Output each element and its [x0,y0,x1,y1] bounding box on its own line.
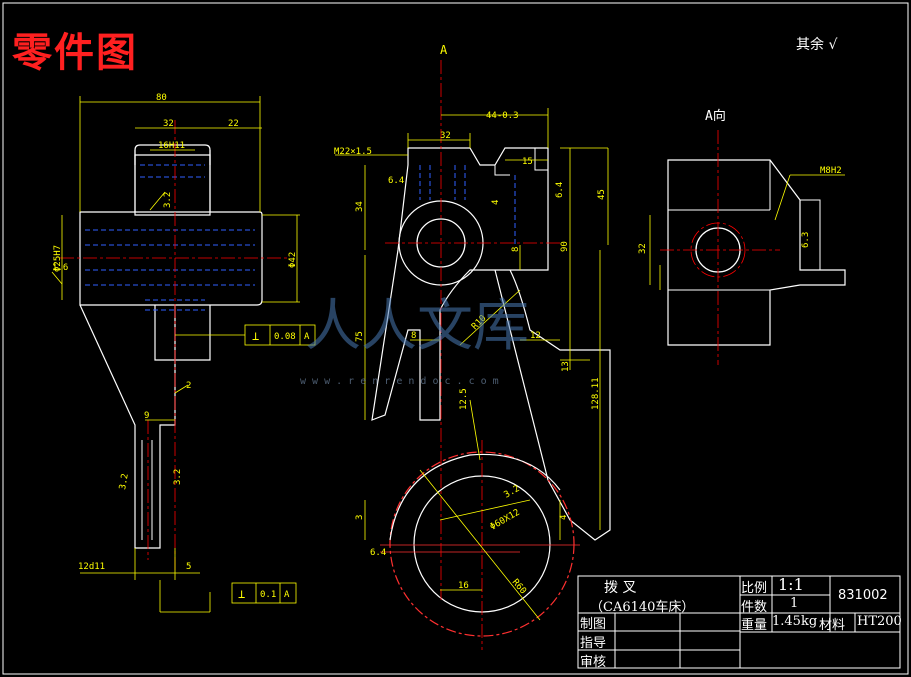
dim-13: 13 [561,361,571,372]
dim-15: 15 [522,157,533,167]
svg-text:⊥: ⊥ [238,587,245,601]
ra-12-5: 12.5 [459,388,469,410]
dim-32r: 32 [638,243,648,254]
svg-text:A: A [284,590,290,600]
tolerance-frame-1: ⊥ 0.08 A [244,324,316,346]
tb-weight-label: 重量 [741,618,768,633]
right-view: A向 32 M8H2 6.3 [638,108,846,365]
dim-thread: M22×1.5 [334,147,372,157]
ra-6-4-b: 6.4 [555,182,565,198]
tb-drawn-label: 制图 [580,617,607,632]
ra-6-3: 6.3 [801,232,811,248]
dim-90: 90 [560,241,570,252]
svg-text:A: A [304,332,310,342]
dim-overall-width: 80 [156,93,167,103]
dim-5: 5 [186,562,191,572]
dim-3: 3 [355,515,365,520]
watermark-url: w w w . r e n r e n d o c . c o m [300,376,499,387]
ra-3-2-a: 3.2 [163,192,173,208]
dim-r60: R60 [510,578,528,597]
dim-m8: M8H2 [820,166,842,176]
drawing-title: 零件图 [12,29,138,76]
ra-6-4-a: 6.4 [388,176,404,186]
tb-qty-label: 件数 [741,600,768,615]
tb-qty-value: 1 [790,596,799,611]
tb-scale-value: 1:1 [778,575,804,594]
dim-32: 32 [440,131,451,141]
dim-34: 34 [355,201,365,212]
dim-left-22: 22 [228,119,239,129]
view-a-label: A向 [705,108,726,124]
watermark: 人人文库 w w w . r e n r e n d o c . c o m [300,294,529,387]
dim-8b: 8 [511,247,521,252]
dim-left-32: 32 [163,119,174,129]
tolerance-frame-2: ⊥ 0.1 A [231,582,297,604]
dim-8: 8 [411,331,416,341]
ra-1-6: 1.6 [52,263,68,273]
ra-6-4-c: 6.4 [370,548,386,558]
section-label: A [440,43,448,57]
dim-phi60x12: Φ60X12 [489,508,522,533]
dim-phi42: Φ42 [288,252,298,268]
dim-75: 75 [355,331,365,342]
dim-2: 2 [186,381,191,391]
tb-material-label: 材料 [819,618,846,633]
dim-4: 4 [559,515,569,520]
ra-3-2-c: 3.2 [118,473,131,491]
dim-4b: 4 [491,200,501,205]
tb-part-name: 拨 叉 [604,580,637,596]
dim-128: 128.11 [591,377,601,410]
title-block [577,575,901,669]
svg-text:⊥: ⊥ [252,329,259,343]
dim-12: 12 [530,331,541,341]
remainder-note: 其余 √ [796,37,838,53]
tb-drawing-no: 831002 [838,588,888,603]
ra-3-2-b: 3.2 [173,469,183,485]
dim-44: 44-0.3 [486,111,519,121]
dim-9: 9 [144,411,149,421]
tb-review-label: 审核 [580,655,607,670]
dim-45: 45 [597,189,607,200]
tb-guide-label: 指导 [580,636,607,651]
svg-text:0.1: 0.1 [260,590,276,600]
watermark-text: 人人文库 [305,294,529,359]
dim-bore-16: 16H11 [158,141,185,151]
dim-16: 16 [458,581,469,591]
tb-scale-label: 比例 [741,581,768,596]
svg-text:0.08: 0.08 [274,332,296,342]
tb-material-value: HT200 [857,614,902,629]
left-view: 80 32 22 16H11 Φ25H7 Φ42 12d11 5 9 2 1.6… [51,93,316,613]
tb-machine: （CA6140车床） [590,600,695,615]
tb-weight-value: 1.45kg [772,614,818,629]
dim-12d11: 12d11 [78,562,105,572]
dim-phi25: Φ25H7 [53,245,63,272]
